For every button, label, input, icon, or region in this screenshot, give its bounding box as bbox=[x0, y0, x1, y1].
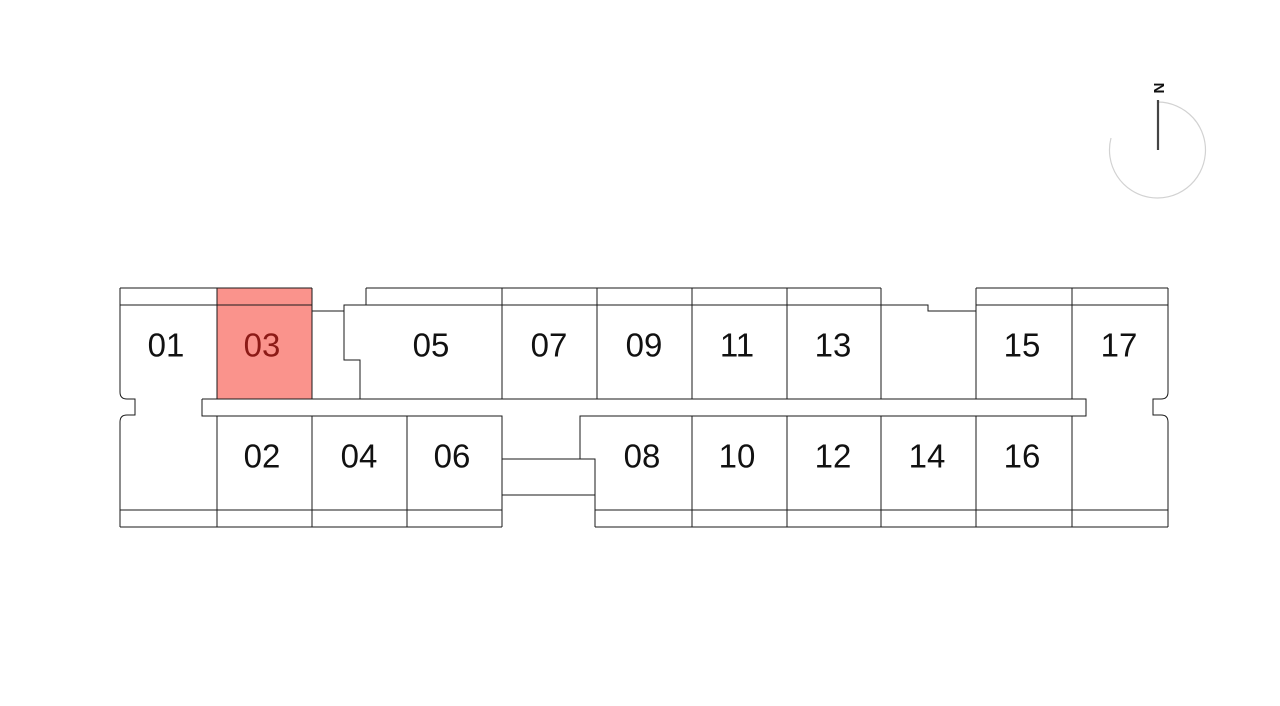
unit-label: 01 bbox=[148, 327, 185, 364]
unit-04[interactable]: 04 bbox=[312, 416, 407, 527]
unit-05[interactable]: 05 bbox=[344, 305, 502, 399]
unit-07[interactable]: 07 bbox=[502, 288, 597, 399]
unit-label: 09 bbox=[626, 327, 663, 364]
unit-label: 07 bbox=[531, 327, 568, 364]
unit-label: 04 bbox=[341, 438, 378, 475]
unit-label: 14 bbox=[909, 438, 946, 475]
unit-17[interactable]: 17 bbox=[1072, 288, 1168, 399]
unit-label: 11 bbox=[720, 327, 754, 364]
unit-06[interactable]: 06 bbox=[407, 416, 502, 527]
unit-13[interactable]: 13 bbox=[787, 288, 881, 399]
unit-label: 05 bbox=[413, 327, 450, 364]
units-south-row: 02 04 06 08 10 12 14 16 bbox=[217, 416, 1072, 527]
unit-08[interactable]: 08 bbox=[595, 416, 692, 527]
unit-10[interactable]: 10 bbox=[692, 416, 787, 527]
compass-north-label: N bbox=[1150, 83, 1167, 94]
units-north-row: 01 03 05 07 09 11 13 15 bbox=[120, 288, 1168, 399]
unit-01[interactable]: 01 bbox=[120, 288, 217, 399]
unit-02[interactable]: 02 bbox=[217, 416, 312, 527]
unit-09[interactable]: 09 bbox=[597, 288, 692, 399]
unit-label: 10 bbox=[719, 438, 756, 475]
unit-12[interactable]: 12 bbox=[787, 416, 881, 527]
unit-15[interactable]: 15 bbox=[976, 288, 1072, 399]
unit-label: 16 bbox=[1004, 438, 1041, 475]
building-outline bbox=[119, 287, 1169, 528]
unit-label: 06 bbox=[434, 438, 471, 475]
unit-label: 02 bbox=[244, 438, 281, 475]
unit-16[interactable]: 16 bbox=[976, 416, 1072, 527]
compass-ring bbox=[1108, 101, 1207, 199]
unit-label: 13 bbox=[815, 327, 852, 364]
unit-label: 03 bbox=[244, 327, 281, 364]
north-arrow-icon: N bbox=[1108, 83, 1207, 199]
selected-unit-highlight bbox=[217, 288, 312, 399]
unit-label: 12 bbox=[815, 438, 852, 475]
unit-11[interactable]: 11 bbox=[692, 288, 787, 399]
unit-03[interactable]: 03 bbox=[217, 288, 312, 399]
unit-label: 15 bbox=[1004, 327, 1041, 364]
unit-label: 08 bbox=[624, 438, 661, 475]
unit-14[interactable]: 14 bbox=[881, 416, 976, 527]
unit-label: 17 bbox=[1101, 327, 1138, 364]
